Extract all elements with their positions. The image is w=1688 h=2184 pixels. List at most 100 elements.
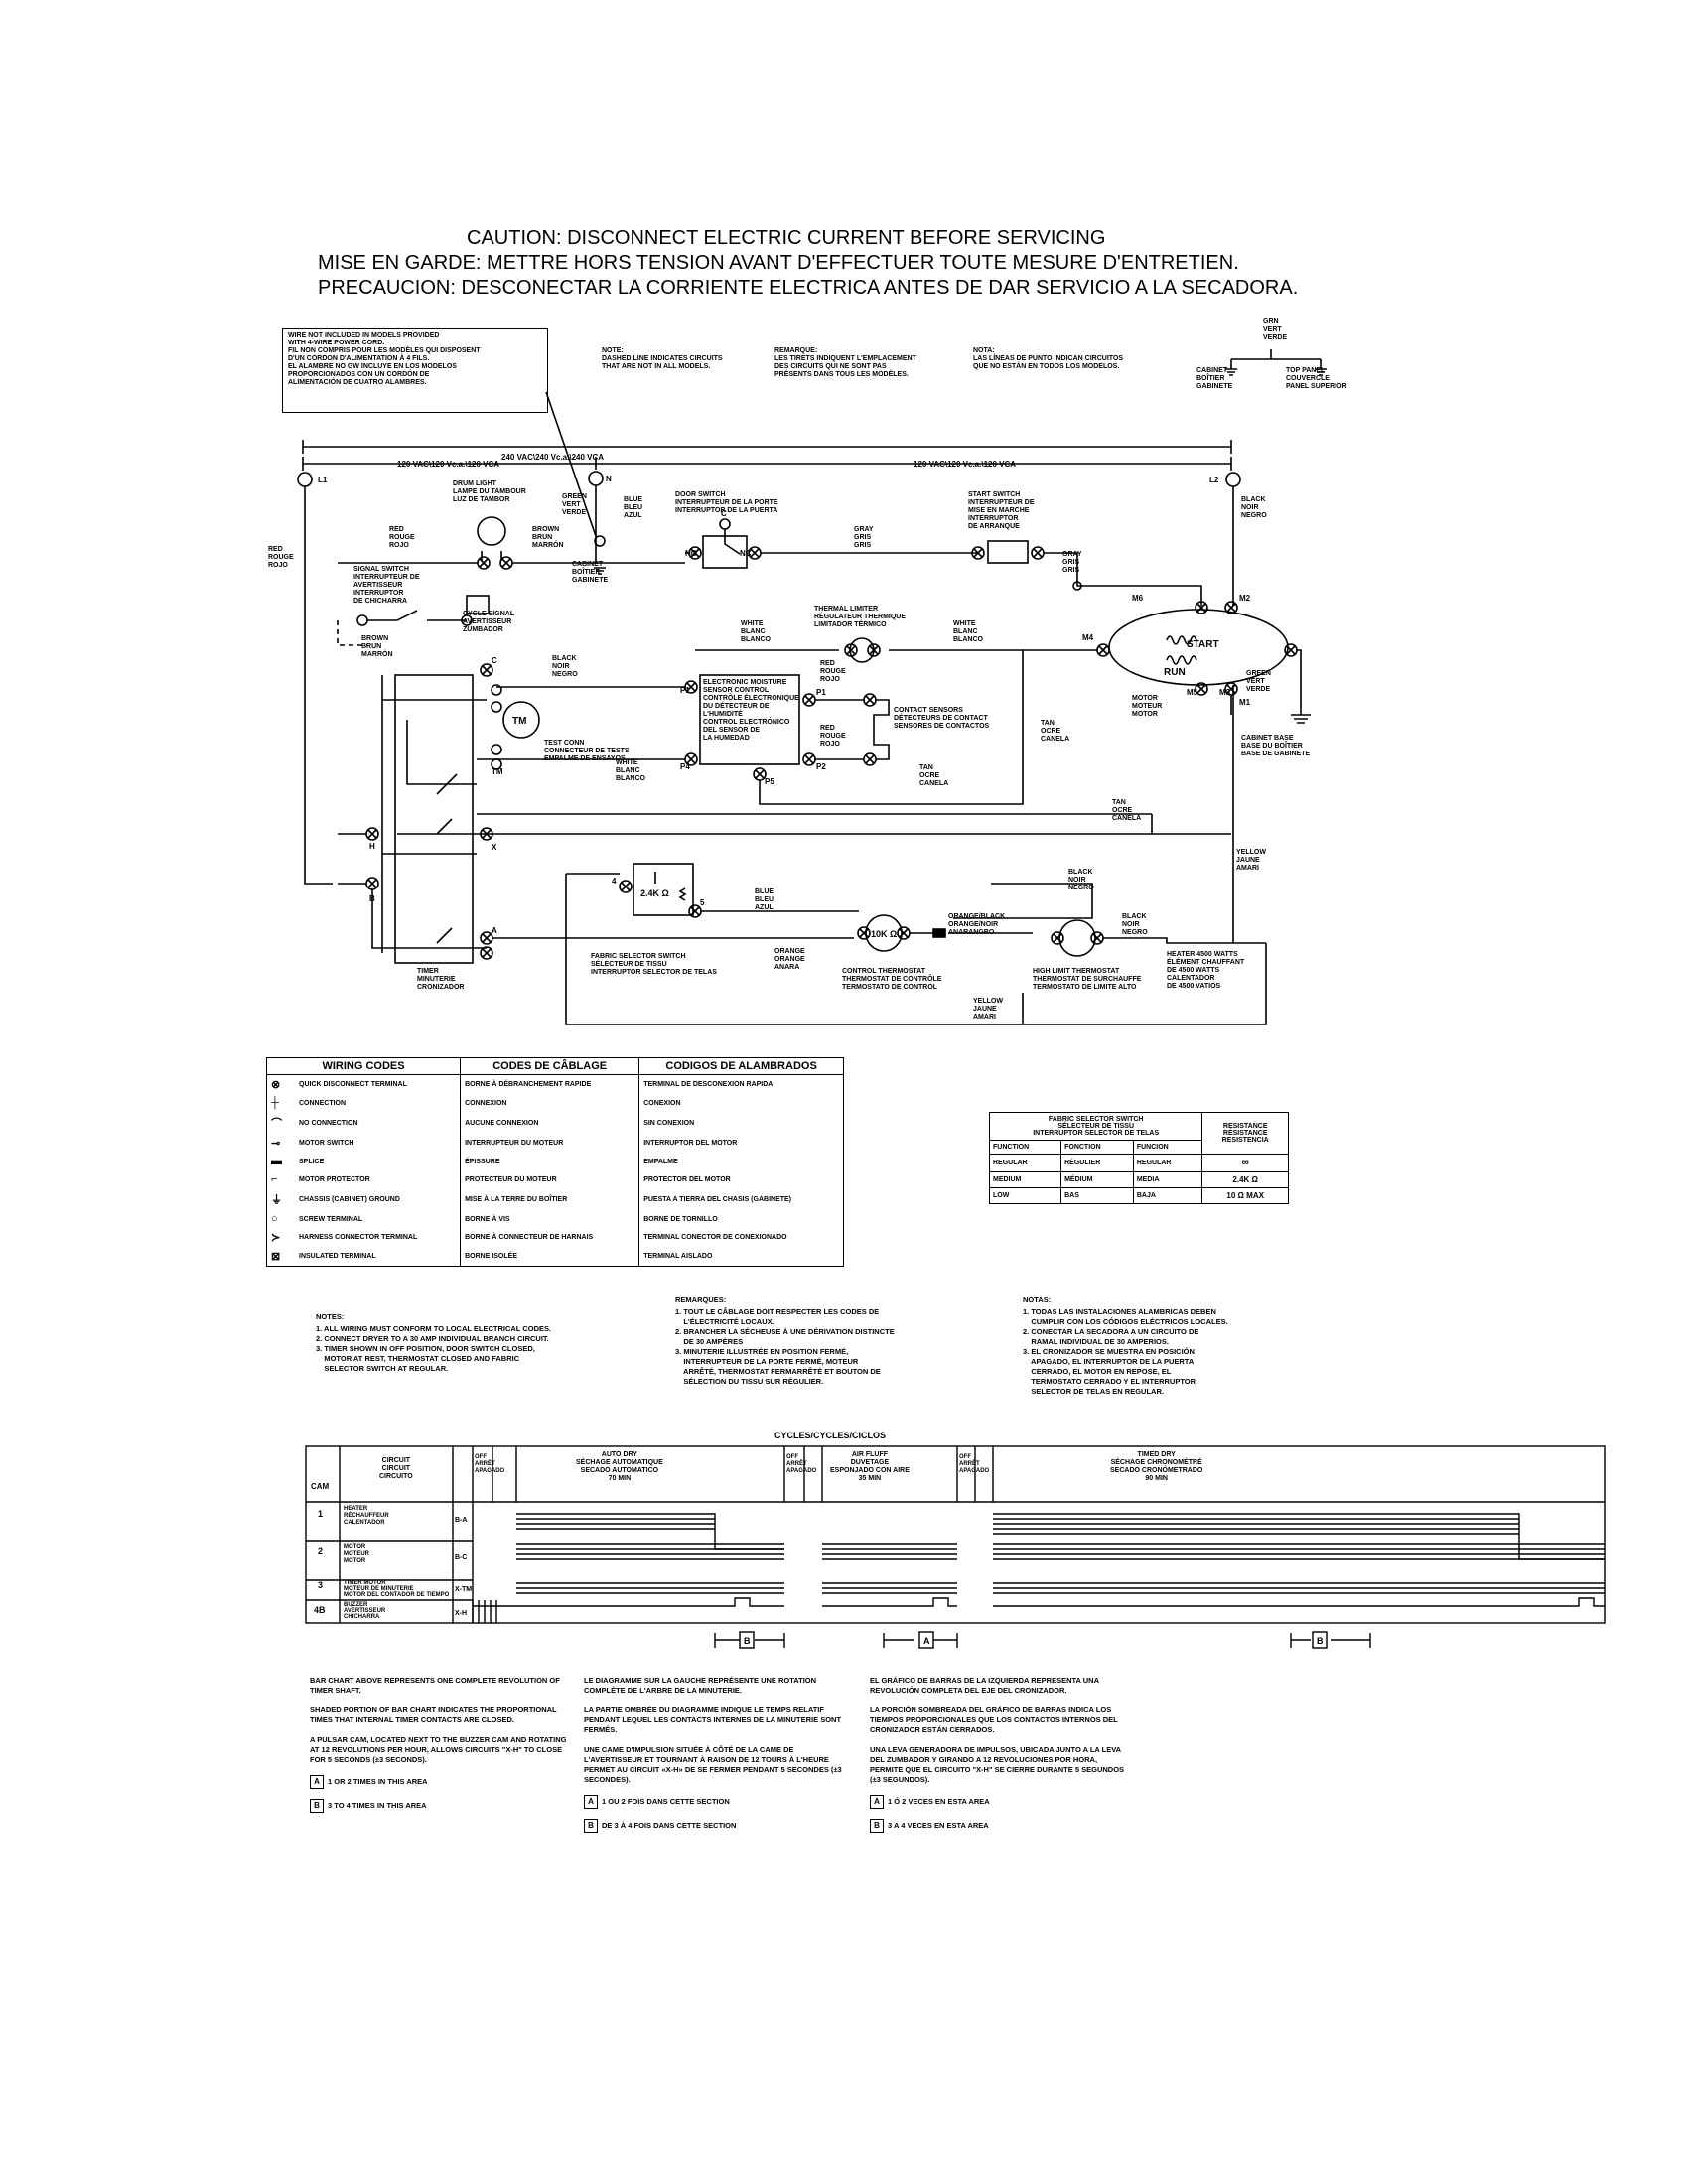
note-line: 2. CONNECT DRYER TO A 30 AMP INDIVIDUAL …	[316, 1334, 549, 1343]
wiring-codes-header-fr: CODES DE CÂBLAGE	[460, 1057, 640, 1075]
black-l2-label: BLACK NOIR NEGRO	[1241, 496, 1267, 519]
label-run: RUN	[1164, 667, 1186, 678]
circuit-heater: HEATER RÉCHAUFFEUR CALENTADOR	[344, 1506, 389, 1526]
brown-wire-label: BROWN BRUN MARRÓN	[532, 526, 564, 549]
white-wire-2: WHITE BLANC BLANCO	[953, 620, 983, 643]
circuit-header: CIRCUIT CIRCUIT CIRCUITO	[379, 1457, 413, 1480]
timer-label: TIMER MINUTERIE CRONIZADOR	[417, 968, 465, 991]
orange-wire-label: ORANGE ORANGE ANARA	[774, 948, 805, 971]
cabinet-base-label: CABINET BASE BASE DU BOÎTIER BASE DE GAB…	[1241, 735, 1311, 757]
cabinet-ground-label: CABINET BOÎTIER GABINETE	[1196, 367, 1233, 390]
label-t-c: C	[492, 656, 497, 665]
off-label-2: OFF ARRÊT APAGADO	[786, 1454, 817, 1474]
contact-sensors-label: CONTACT SENSORS DÉTECTEURS DE CONTACT SE…	[894, 707, 990, 730]
chassis-ground-icon: ⏚	[266, 1188, 295, 1210]
label-t-b: B	[369, 894, 375, 903]
screw-terminal-icon: ○	[266, 1210, 295, 1228]
label-res-24k: 2.4K Ω	[640, 888, 669, 898]
caution-en: CAUTION: DISCONNECT ELECTRIC CURRENT BEF…	[467, 227, 1106, 249]
door-switch-label: DOOR SWITCH INTERRUPTEUR DE LA PORTE INT…	[675, 491, 778, 514]
connection-icon: ┼	[266, 1094, 295, 1112]
top-panel-ground-label: TOP PANEL COUVERCLE PANEL SUPERIOR	[1286, 367, 1347, 390]
tan-wire-3: TAN OCRE CANELA	[1112, 799, 1142, 822]
label-c: C	[721, 509, 727, 518]
label-m4: M4	[1082, 633, 1094, 642]
wiring-codes-table: WIRING CODES CODES DE CÂBLAGE CODIGOS DE…	[265, 1057, 844, 1267]
code-fr: BORNE À VIS	[460, 1210, 640, 1228]
note-line: L'ÉLECTRICITÉ LOCAUX.	[675, 1317, 774, 1326]
tan-wire-1: TAN OCRE CANELA	[1041, 720, 1070, 743]
marker-b-note: DE 3 À 4 FOIS DANS CETTE SECTION	[602, 1820, 737, 1830]
footer-paragraph: LA PORCIÓN SOMBREADA DEL GRÁFICO DE BARR…	[870, 1706, 1118, 1734]
label-p5: P5	[765, 777, 774, 786]
code-fr: BORNE ISOLÉE	[460, 1247, 640, 1267]
cam-4b: 4B	[314, 1605, 326, 1615]
red-p1-label: RED ROUGE ROJO	[820, 660, 846, 683]
note-line: APAGADO, EL INTERRUPTOR DE LA PUERTA	[1023, 1357, 1195, 1366]
note-line: SELECTOR DE TELAS EN REGULAR.	[1023, 1387, 1164, 1396]
note-line: 3. MINUTERIE ILLUSTRÉE EN POSITION FERMÉ…	[675, 1347, 849, 1356]
note-line: CERRADO, EL MOTOR EN REPOSE, EL	[1023, 1367, 1172, 1376]
white-wire-1: WHITE BLANC BLANCO	[741, 620, 771, 643]
black-low-label: BLACK NOIR NEGRO	[1068, 869, 1094, 891]
code-fr: INTERRUPTEUR DU MOTEUR	[460, 1134, 640, 1153]
marker-a-note: 1 Ó 2 VECES EN ESTA AREA	[888, 1796, 990, 1806]
code-es: BORNE DE TORNILLO	[638, 1210, 844, 1228]
auto-dry-header: AUTO DRY SÉCHAGE AUTOMATIQUE SECADO AUTO…	[576, 1451, 663, 1482]
label-t-x: X	[492, 843, 497, 852]
note-line: 1. ALL WIRING MUST CONFORM TO LOCAL ELEC…	[316, 1324, 552, 1333]
cam-1: 1	[318, 1509, 323, 1519]
fabric-table-res-header: RESISTANCE RÉSISTANCE RESISTENCIA	[1201, 1112, 1289, 1155]
note-line: RAMAL INDIVIDUAL DE 30 AMPERIOS.	[1023, 1337, 1169, 1346]
insulated-terminal-icon: ⊠	[266, 1247, 295, 1267]
footer-paragraph: UNA LEVA GENERADORA DE IMPULSOS, UBICADA…	[870, 1745, 1125, 1784]
circuit-code-3: X-TM	[455, 1586, 472, 1593]
orange-black-label: ORANGE/BLACK ORANGE/NOIR ANARANGRO	[948, 913, 1006, 936]
brown-signal-label: BROWN BRUN MARRÓN	[361, 635, 393, 658]
notes-en: NOTES: 1. ALL WIRING MUST CONFORM TO LOC…	[316, 1312, 551, 1374]
code-es: TERMINAL CONECTOR DE CONEXIONADO	[638, 1228, 844, 1247]
footer-en: BAR CHART ABOVE REPRESENTS ONE COMPLETE …	[310, 1676, 568, 1823]
label-res-10k: 10K Ω	[871, 929, 897, 939]
label-t-tm: TM	[492, 767, 503, 776]
no-connection-icon: ⌒	[266, 1112, 295, 1134]
note-line: INTERRUPTEUR DE LA PORTE FERMÉ, MOTEUR	[675, 1357, 859, 1366]
note-line: 3. EL CRONIZADOR SE MUESTRA EN POSICIÓN	[1023, 1347, 1195, 1356]
green-motor-label: GREEN VERT VERDE	[1246, 670, 1271, 693]
red-wire-label: RED ROUGE ROJO	[389, 526, 415, 549]
dashed-note-en: NOTE: DASHED LINE INDICATES CIRCUITS THA…	[602, 347, 723, 370]
code-fr: ÉPISSURE	[460, 1153, 640, 1170]
label-n: N	[606, 475, 612, 483]
circuit-code-4: X-H	[455, 1610, 467, 1617]
footer-paragraph: LE DIAGRAMME SUR LA GAUCHE REPRÉSENTE UN…	[584, 1676, 817, 1695]
blue-top-label: BLUE BLEU AZUL	[624, 496, 643, 519]
circuit-buzzer: BUZZER AVERTISSEUR CHICHARRA	[344, 1602, 386, 1620]
note-line: CUMPLIR CON LOS CÓDIGOS ELÉCTRICOS LOCAL…	[1023, 1317, 1228, 1326]
label-no: NO	[685, 549, 697, 558]
motor-label: MOTOR MOTEUR MOTOR	[1132, 695, 1163, 718]
caution-es: PRECAUCION: DESCONECTAR LA CORRIENTE ELE…	[318, 277, 1299, 299]
label-m5: M5	[1187, 688, 1198, 697]
cabinet-left-label: CABINET BOÎTIER GABINETE	[572, 561, 609, 584]
note-line: SELECTOR SWITCH AT REGULAR.	[316, 1364, 449, 1373]
table-row: LOW BAS BAJA 10 Ω MAX	[988, 1187, 1289, 1204]
cycle-signal-label: CYCLE SIGNAL AVERTISSEUR ZUMBADOR	[463, 611, 515, 633]
circuit-code-1: B-A	[455, 1517, 467, 1524]
fabric-table-title: FABRIC SELECTOR SWITCH SÉLECTEUR DE TISS…	[988, 1112, 1203, 1141]
caution-header: CAUTION: DISCONNECT ELECTRIC CURRENT BEF…	[318, 226, 1410, 301]
a-marker-icon: A	[870, 1795, 884, 1809]
green-wire-label: GREEN VERT VERDE	[562, 493, 587, 516]
fabric-resistance: 10 Ω MAX	[1201, 1187, 1289, 1204]
ground-label: GRN VERT VERDE	[1263, 318, 1288, 341]
label-120v-right: 120 VAC\120 Vc.a.\120 VCA	[914, 460, 1016, 469]
marker-a-1: A	[923, 1636, 930, 1646]
label-t4: 4	[612, 877, 617, 886]
wiring-codes-header-en: WIRING CODES	[265, 1057, 462, 1075]
cam-header: CAM	[311, 1482, 330, 1491]
